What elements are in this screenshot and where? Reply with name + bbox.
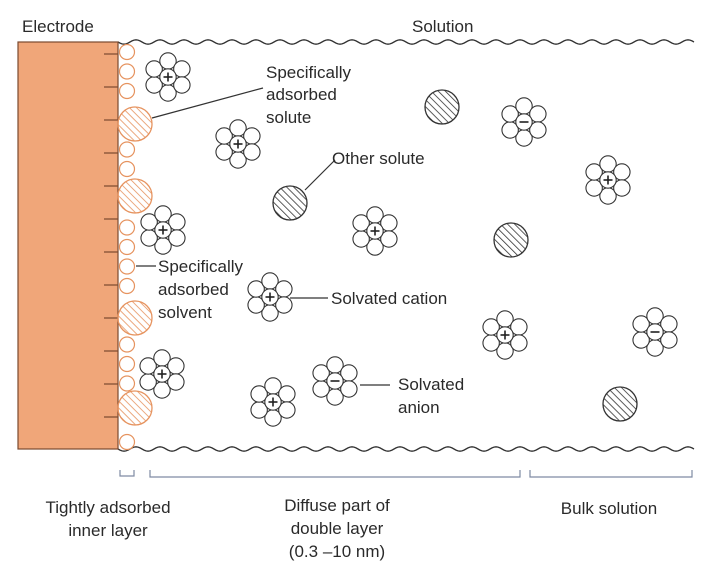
- label-specifically-adsorbed-solute-2: adsorbed: [266, 85, 337, 104]
- adsorbed-solvent-molecule: [118, 63, 136, 80]
- solvent-shell-molecule: [167, 373, 185, 391]
- solvated-ions: [139, 52, 678, 427]
- solvent-shell-molecule: [529, 121, 547, 139]
- brace-inner-layer: [119, 470, 135, 477]
- solvent-shell-molecule: [352, 214, 370, 232]
- solvent-shell-molecule: [275, 296, 293, 314]
- label-solvated-cation: Solvated cation: [331, 289, 447, 308]
- solvent-shell-molecule: [340, 380, 358, 398]
- adsorbed-solute-molecule: [117, 106, 153, 142]
- label-diffuse-layer-3: (0.3 –10 nm): [289, 542, 385, 561]
- solvent-shell-molecule: [168, 229, 186, 247]
- brace-diffuse-layer: [149, 470, 521, 478]
- label-specifically-adsorbed-solvent-1: Specifically: [158, 257, 244, 276]
- label-bulk-solution: Bulk solution: [561, 499, 657, 518]
- solvated-cation: [585, 155, 631, 205]
- adsorbed-solvent-layer: [118, 43, 136, 451]
- specifically-adsorbed-solutes: [117, 106, 153, 426]
- solvent-shell-molecule: [278, 401, 296, 419]
- adsorbed-solvent-molecule: [118, 258, 136, 275]
- solvent-shell-molecule: [632, 315, 650, 333]
- solvated-cation: [140, 205, 186, 255]
- label-specifically-adsorbed-solute-3: solute: [266, 108, 311, 127]
- solvated-anion: [312, 356, 358, 406]
- adsorbed-solvent-molecule: [118, 141, 136, 158]
- other-solute-molecule: [424, 89, 460, 125]
- adsorbed-solvent-molecule: [118, 336, 136, 353]
- electrode: [17, 41, 119, 450]
- adsorbed-solvent-molecule: [118, 375, 136, 392]
- label-other-solute: Other solute: [332, 149, 425, 168]
- solution-label: Solution: [412, 17, 473, 36]
- electrode-label: Electrode: [22, 17, 94, 36]
- adsorbed-solvent-molecule: [118, 433, 136, 451]
- electrode-surface-ticks: [104, 53, 118, 418]
- solvated-cation: [352, 206, 398, 256]
- solvated-cation: [215, 119, 261, 169]
- adsorbed-solute-molecule: [117, 178, 153, 214]
- solvent-shell-molecule: [510, 334, 528, 352]
- solution-bottom-boundary: [117, 446, 695, 452]
- other-solute-molecule: [272, 185, 308, 221]
- solvent-shell-molecule: [585, 163, 603, 181]
- solvated-cation: [247, 272, 293, 322]
- solvent-shell-molecule: [173, 76, 191, 94]
- solvent-shell-molecule: [312, 364, 330, 382]
- solvent-shell-molecule: [482, 318, 500, 336]
- label-inner-layer-2: inner layer: [68, 521, 148, 540]
- label-specifically-adsorbed-solute-1: Specifically: [266, 63, 352, 82]
- label-diffuse-layer-2: double layer: [291, 519, 384, 538]
- solvated-cation: [145, 52, 191, 102]
- solvent-shell-molecule: [247, 280, 265, 298]
- label-specifically-adsorbed-solvent-3: solvent: [158, 303, 212, 322]
- other-solute-molecule: [602, 386, 638, 422]
- adsorbed-solvent-molecule: [118, 277, 136, 295]
- adsorbed-solvent-molecule: [118, 43, 136, 61]
- leader-other-solute: [304, 159, 336, 191]
- label-inner-layer-1: Tightly adsorbed: [45, 498, 170, 517]
- region-braces: [119, 470, 693, 478]
- adsorbed-solvent-molecule: [118, 219, 136, 236]
- solution-top-boundary: [117, 39, 695, 45]
- adsorbed-solvent-molecule: [118, 355, 136, 373]
- solvent-shell-molecule: [243, 143, 261, 161]
- solvent-shell-molecule: [145, 60, 163, 78]
- solvated-anion: [501, 97, 547, 147]
- solvent-shell-molecule: [140, 213, 158, 231]
- label-specifically-adsorbed-solvent-2: adsorbed: [158, 280, 229, 299]
- solvent-shell-molecule: [613, 179, 631, 197]
- adsorbed-solute-molecule: [117, 300, 153, 336]
- solvent-shell-molecule: [380, 230, 398, 248]
- solvent-shell-molecule: [250, 385, 268, 403]
- label-solvated-anion-1: Solvated: [398, 375, 464, 394]
- solvated-cation: [139, 349, 185, 399]
- label-diffuse-layer-1: Diffuse part of: [284, 496, 390, 515]
- adsorbed-solvent-molecule: [118, 82, 136, 100]
- other-solutes: [272, 89, 638, 422]
- solvent-shell-molecule: [139, 357, 157, 375]
- adsorbed-solvent-molecule: [118, 238, 136, 256]
- adsorbed-solvent-molecule: [118, 160, 136, 178]
- leader-adsorbed-solute: [151, 87, 264, 119]
- adsorbed-solute-molecule: [117, 390, 153, 426]
- solvated-cation: [250, 377, 296, 427]
- solvated-anion: [632, 307, 678, 357]
- leader-lines: [136, 87, 390, 386]
- solvent-shell-molecule: [660, 331, 678, 349]
- solvated-cation: [482, 310, 528, 360]
- label-solvated-anion-2: anion: [398, 398, 440, 417]
- brace-bulk-solution: [529, 470, 693, 478]
- solvent-shell-molecule: [501, 105, 519, 123]
- solvent-shell-molecule: [215, 127, 233, 145]
- other-solute-molecule: [493, 222, 529, 258]
